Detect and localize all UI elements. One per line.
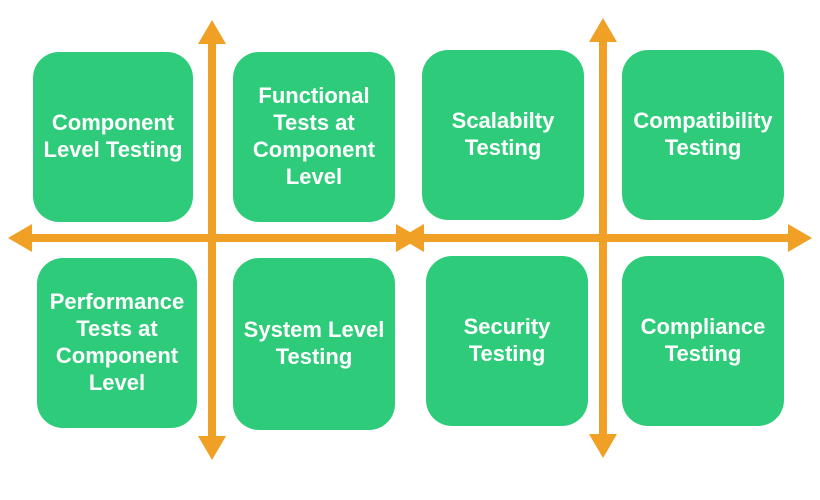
left-vertical-arrow (198, 20, 226, 460)
right-vertical-arrow (589, 18, 617, 458)
